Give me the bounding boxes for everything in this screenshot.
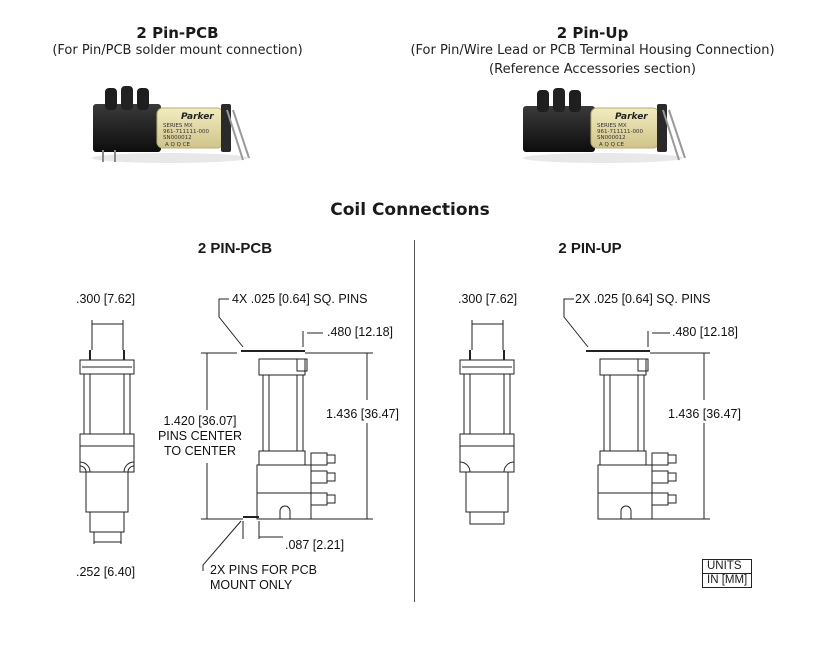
dim-width-bottom-left: .252 [6.40] <box>76 565 136 579</box>
photo-label-serial-2: SN000012 <box>597 135 626 141</box>
product-subtitle-pcb: (For Pin/PCB solder mount connection) <box>52 43 303 58</box>
drawing-side-view-left <box>201 298 373 571</box>
product-title-pcb: 2 Pin-PCB <box>136 24 219 42</box>
photo-label-part-2: 961-711111-000 <box>597 129 643 135</box>
pins-note-right: 2X .025 [0.64] SQ. PINS <box>575 292 711 306</box>
photo-label-serial: SN000012 <box>163 135 192 141</box>
dim-pin-length: .087 [2.21] <box>285 538 345 552</box>
drawing-divider <box>414 240 415 602</box>
dim-height-right: 1.436 [36.47] <box>668 407 741 421</box>
drawing-side-view-right <box>563 298 710 520</box>
product-title-pinup: 2 Pin-Up <box>556 24 629 42</box>
section-title: Coil Connections <box>330 200 490 220</box>
pins-note-left: 4X .025 [0.64] SQ. PINS <box>232 292 368 306</box>
dim-offset-left: .480 [12.18] <box>327 325 394 339</box>
units-line-2: IN [MM] <box>703 573 752 587</box>
photo-label-part: 961-711111-000 <box>163 129 209 135</box>
pin-spacing-label: 1.420 [36.07] PINS CENTER TO CENTER <box>157 414 243 458</box>
drawing-front-view-left <box>79 320 135 544</box>
photo-label-marks-2: A Q Q CE <box>599 142 625 148</box>
units-line-1: UNITS <box>707 560 742 572</box>
product-photo-pcb: Parker SERIES MX 961-711111-000 SN000012… <box>92 86 250 163</box>
pcb-note: 2X PINS FOR PCB MOUNT ONLY <box>210 563 317 592</box>
photo-label-marks: A Q Q CE <box>165 142 191 148</box>
product-subtitle-pinup-2: (Reference Accessories section) <box>489 62 696 77</box>
product-subtitle-pinup: (For Pin/Wire Lead or PCB Terminal Housi… <box>410 43 775 58</box>
drawing-title-pinup: 2 PIN-UP <box>558 240 622 257</box>
dim-offset-right: .480 [12.18] <box>672 325 739 339</box>
photo-label-series-2: SERIES MX <box>597 123 627 129</box>
dim-height-left: 1.436 [36.47] <box>326 407 399 421</box>
dim-width-top-right: .300 [7.62] <box>458 292 518 306</box>
dim-width-top-left: .300 [7.62] <box>76 292 136 306</box>
units-legend: UNITS IN [MM] <box>702 559 753 588</box>
drawing-front-view-right <box>459 320 515 525</box>
drawing-title-pcb: 2 PIN-PCB <box>197 240 273 257</box>
photo-label-series: SERIES MX <box>163 123 193 129</box>
product-photo-pinup: Parker SERIES MX 961-711111-000 SN000012… <box>523 88 686 163</box>
photo-label-brand-2: Parker <box>615 112 648 122</box>
photo-label-brand: Parker <box>181 112 214 122</box>
